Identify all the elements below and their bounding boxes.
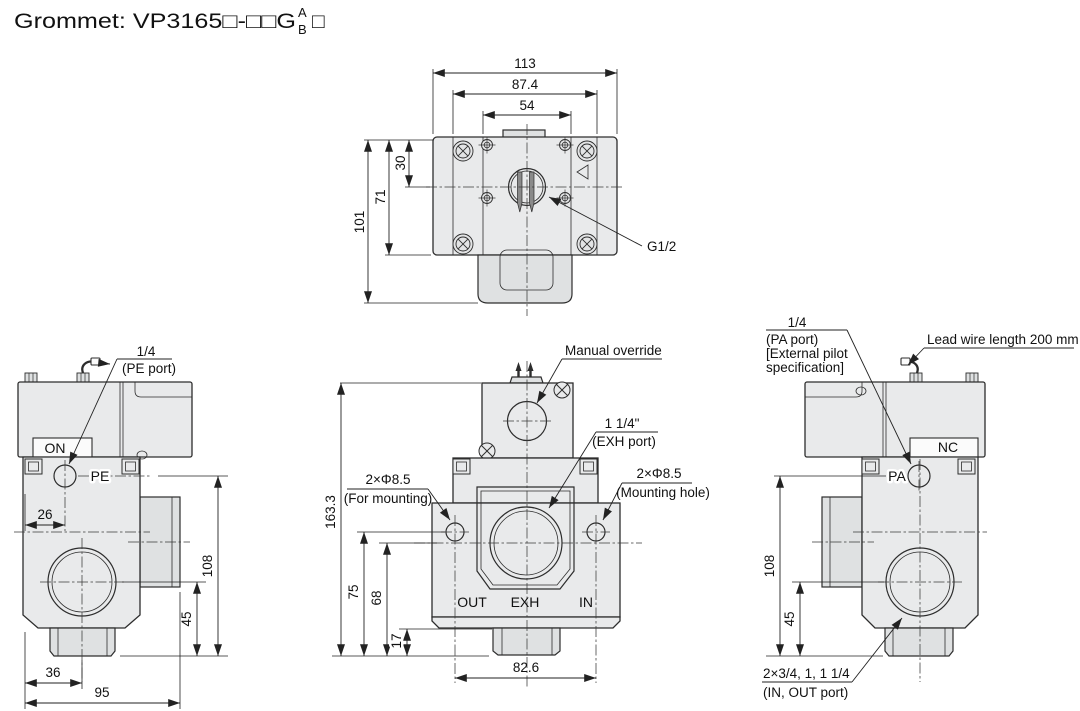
corner-screw-icon (576, 140, 598, 162)
dim-87-4: 87.4 (512, 77, 539, 92)
label-exh-port: EXH (511, 594, 540, 610)
head-screw-icon (553, 381, 571, 399)
right-view-callouts: 1/4 (PA port) [External pilot specificat… (762, 315, 1079, 700)
front-view-body (431, 362, 621, 656)
dim-68: 68 (369, 590, 384, 605)
callout-external-pilot-1: [External pilot (766, 346, 848, 361)
top-view-dimensions: 113 87.4 54 101 71 30 G1/2 (352, 56, 676, 304)
connector-pin (517, 171, 523, 213)
front-view-callouts: Manual override 2×Φ8.5 (For mounting) 2×… (344, 343, 710, 610)
front-view-centerlines (414, 361, 642, 687)
mounting-ear (579, 458, 598, 475)
corner-screw-icon (452, 140, 474, 162)
callout-external-pilot-2: specification] (766, 360, 844, 375)
solenoid-housing-top (477, 254, 573, 304)
lead-wire-connector (90, 357, 101, 366)
callout-mount-left-note: (For mounting) (344, 491, 433, 506)
right-view-body (804, 357, 986, 657)
mounting-ear (24, 458, 43, 475)
dim-36: 36 (45, 665, 60, 680)
dim-108-right: 108 (762, 555, 777, 578)
callout-mount-right-size: 2×Φ8.5 (637, 466, 682, 481)
mounting-ear (861, 458, 880, 475)
mounting-ear (957, 458, 976, 475)
dim-30: 30 (393, 155, 408, 170)
top-view-centerlines (426, 124, 624, 316)
dim-45-left: 45 (179, 611, 194, 626)
title-main: Grommet: VP3165□-□□G (14, 10, 296, 33)
right-view-dimensions: 108 45 (762, 475, 886, 657)
mounting-ear (121, 458, 140, 475)
label-g12: G1/2 (647, 239, 676, 254)
head-screw-icon (478, 442, 496, 460)
title-option-b: B (298, 22, 307, 37)
front-view-dimensions: 163.3 75 68 17 82.6 (323, 382, 596, 682)
dim-101: 101 (352, 211, 367, 234)
left-view-body (17, 357, 193, 657)
mounting-ear (452, 458, 471, 475)
orientation-triangle-icon (576, 164, 589, 180)
callout-pa-size: 1/4 (788, 315, 807, 330)
dim-26: 26 (37, 507, 52, 522)
callout-mount-left-size: 2×Φ8.5 (366, 472, 411, 487)
connector-pin-tip (515, 362, 522, 371)
callout-pe-size: 1/4 (137, 344, 156, 359)
label-out-port: OUT (457, 594, 487, 610)
label-nc: NC (938, 439, 958, 455)
dim-75: 75 (346, 584, 361, 599)
connector-pin (529, 171, 535, 213)
callout-exh-port: (EXH port) (592, 434, 656, 449)
dim-71: 71 (373, 189, 388, 204)
callout-in-out-size: 2×3/4, 1, 1 1/4 (763, 666, 850, 681)
dim-163-3: 163.3 (323, 495, 338, 529)
side-view-right: 108 45 1/4 (PA port) [External pilot spe… (762, 315, 1079, 700)
dim-17: 17 (389, 633, 404, 648)
bottom-port-stub (884, 627, 954, 657)
callout-mount-right-note: (Mounting hole) (616, 485, 710, 500)
label-pe: PE (91, 468, 110, 484)
corner-screw-icon (576, 233, 598, 255)
title-option-a: A (298, 5, 307, 20)
callout-exh-size: 1 1/4" (605, 416, 640, 431)
valve-body (22, 456, 141, 629)
callout-pe-port: (PE port) (122, 361, 176, 376)
title-suffix: □ (312, 10, 325, 33)
label-in-port: IN (579, 594, 593, 610)
connector-pin-tip (527, 362, 534, 371)
right-view-centerlines (812, 459, 987, 682)
dim-95: 95 (94, 685, 109, 700)
side-view-left: 26 36 95 45 108 1/4 (PE port) ON PE (14, 344, 228, 709)
callout-in-out-port: (IN, OUT port) (763, 685, 848, 700)
drawing-title: Grommet: VP3165□-□□G A B □ (14, 5, 325, 37)
callout-manual-override: Manual override (565, 343, 662, 358)
corner-screw-icon (452, 233, 474, 255)
bottom-port-stub (492, 627, 561, 656)
dim-54: 54 (519, 98, 535, 113)
dim-45-right: 45 (782, 611, 797, 626)
label-on: ON (45, 440, 66, 456)
bottom-port-stub (49, 627, 116, 657)
left-view-callouts: 1/4 (PE port) ON PE (45, 344, 177, 487)
callout-lead-wire: Lead wire length 200 mm (927, 332, 1079, 347)
top-view: 113 87.4 54 101 71 30 G1/2 (352, 56, 676, 316)
dim-108-left: 108 (200, 555, 215, 578)
left-view-centerlines (14, 460, 190, 682)
callout-pa-port: (PA port) (766, 332, 818, 347)
left-view-dimensions: 26 36 95 45 108 (24, 475, 228, 709)
valve-body-main (431, 502, 621, 618)
dim-82-6: 82.6 (513, 660, 539, 675)
label-pa: PA (888, 468, 906, 484)
top-view-body (432, 129, 618, 304)
front-view: 163.3 75 68 17 82.6 Manual override 2×Φ8… (323, 343, 710, 687)
dim-113: 113 (514, 56, 536, 71)
